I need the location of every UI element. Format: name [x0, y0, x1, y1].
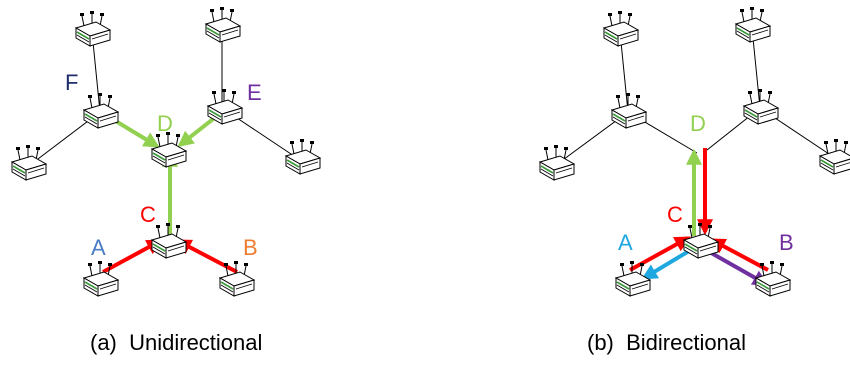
panel-bidirectional: D C A B [539, 6, 850, 297]
node-label-b: B [243, 235, 258, 260]
router-icon [207, 88, 243, 125]
node-label-f: F [65, 70, 78, 95]
router-icon [11, 144, 47, 181]
caption-bidirectional: (b) Bidirectional [587, 330, 746, 355]
node-label-a: A [91, 235, 106, 260]
node-label-b: B [779, 230, 794, 255]
links-b [555, 27, 839, 166]
arrow-b-to-c [709, 238, 769, 272]
router-icon [75, 10, 111, 47]
node-label-e: E [247, 80, 262, 105]
arrow-a-to-c [629, 236, 691, 272]
router-icon [683, 222, 719, 259]
arrow-a-to-c [102, 239, 163, 274]
router-icon [819, 138, 850, 175]
node-label-d: D [157, 111, 173, 136]
arrow-c-to-a [641, 246, 696, 280]
router-icon [611, 92, 647, 129]
caption-unidirectional: (a) Unidirectional [90, 330, 263, 355]
router-icon [735, 6, 771, 43]
panel-unidirectional: F E D C A B [11, 6, 321, 297]
router-icon [743, 88, 779, 125]
routers-a [11, 6, 321, 297]
node-label-d: D [690, 111, 706, 136]
router-icon [151, 131, 187, 168]
node-label-a: A [618, 230, 633, 255]
router-icon [539, 144, 575, 181]
arrows-b [629, 148, 769, 286]
router-icon [205, 6, 241, 43]
router-icon [285, 138, 321, 175]
node-label-c: C [667, 202, 683, 227]
node-label-c: C [140, 202, 156, 227]
arrow-b-to-c [175, 239, 238, 274]
router-icon [603, 10, 639, 47]
router-icon [83, 92, 119, 129]
